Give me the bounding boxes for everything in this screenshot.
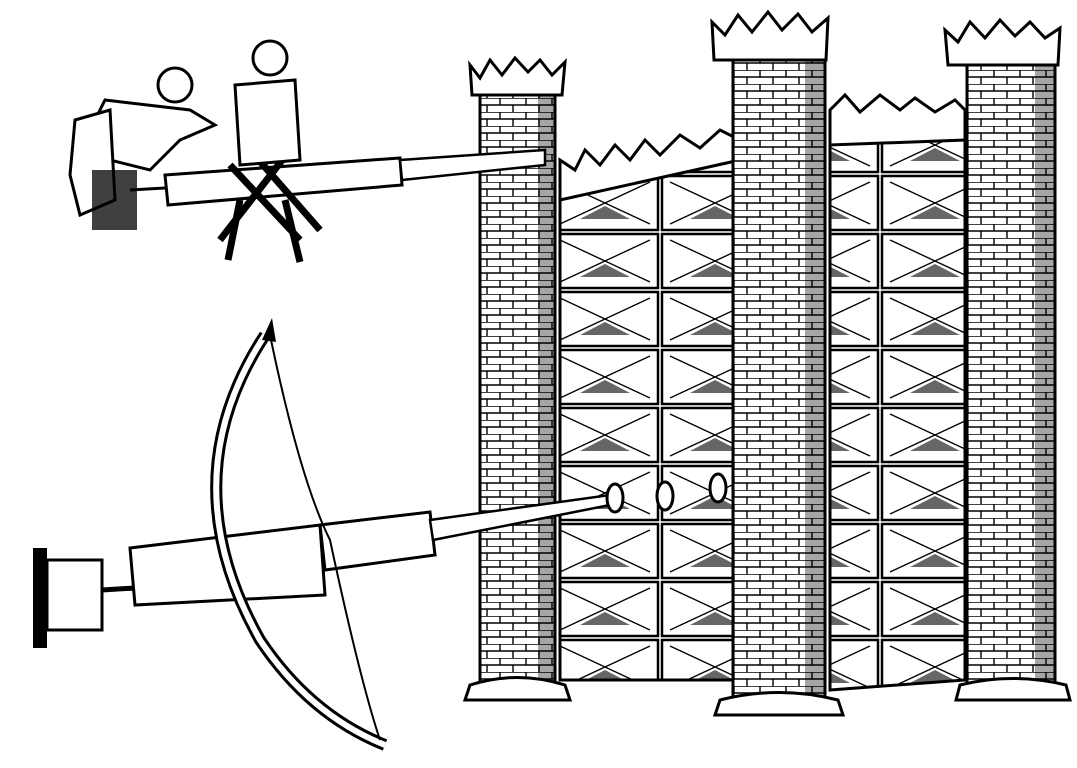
- castle-wall: [558, 92, 967, 692]
- tower-right: [943, 17, 1072, 702]
- soldier-right: [224, 39, 304, 263]
- crossbow-engine: [33, 318, 728, 751]
- tower-left: [462, 55, 573, 702]
- tower-middle: [710, 9, 846, 717]
- soldier-left: [68, 66, 219, 230]
